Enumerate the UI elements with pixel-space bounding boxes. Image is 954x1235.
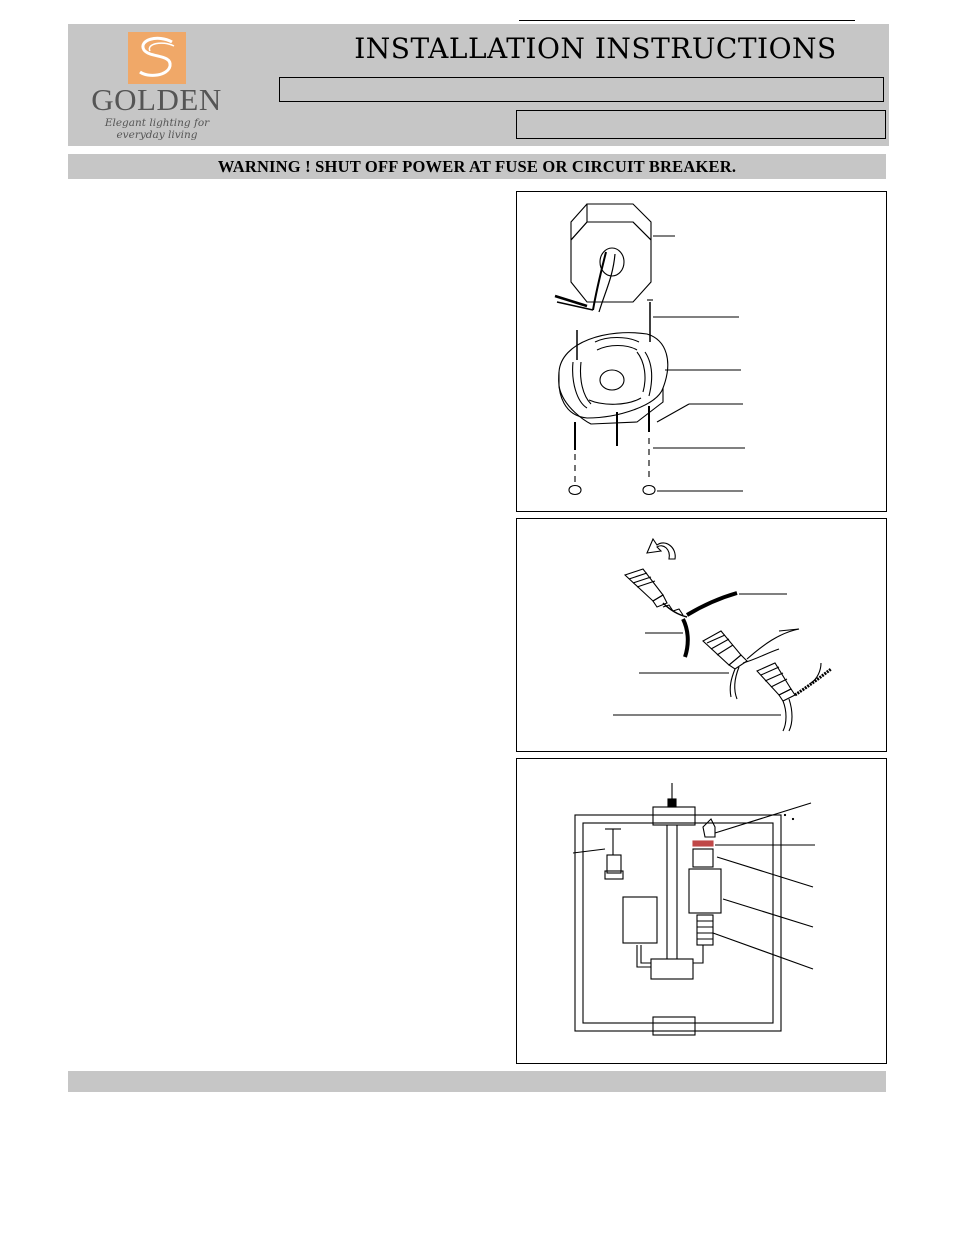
twist-arrow-icon: [646, 537, 676, 560]
page-title: INSTALLATION INSTRUCTIONS: [354, 32, 837, 65]
fixture-assembly-diagram: [516, 758, 887, 1064]
header-band: GOLDEN Elegant lighting for everyday liv…: [68, 24, 889, 146]
footer-band: [68, 1071, 886, 1092]
logo-s-icon: [128, 32, 186, 84]
item-field: [516, 110, 886, 139]
logo-tagline: Elegant lighting for everyday living: [104, 117, 210, 141]
logo-wordmark: GOLDEN: [91, 82, 222, 117]
model-field: [279, 77, 884, 102]
top-rule: [519, 20, 855, 21]
warning-banner: WARNING ! SHUT OFF POWER AT FUSE OR CIRC…: [68, 154, 886, 179]
wiring-diagram: [516, 518, 887, 752]
brand-logo: GOLDEN Elegant lighting for everyday liv…: [68, 24, 228, 146]
mounting-plate-shape: [558, 332, 669, 425]
wire-connector-shape: [623, 568, 668, 608]
junction-box-shape: [570, 203, 652, 313]
mounting-bracket-diagram: [516, 191, 887, 512]
